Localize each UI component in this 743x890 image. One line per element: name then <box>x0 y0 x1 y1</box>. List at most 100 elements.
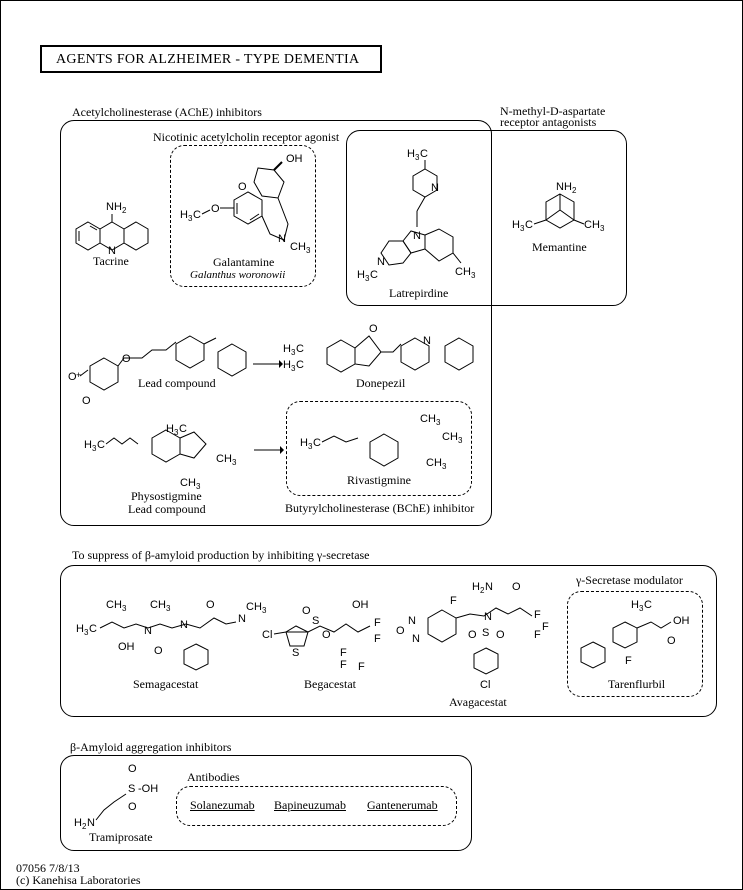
svg-text:S: S <box>128 783 135 795</box>
svg-text:C: C <box>525 219 533 231</box>
svg-text:S: S <box>312 615 319 627</box>
svg-text:H: H <box>74 817 82 829</box>
svg-text:N: N <box>108 245 116 257</box>
svg-text:3: 3 <box>436 418 441 427</box>
svg-text:N: N <box>423 335 431 347</box>
svg-text:O: O <box>238 181 247 193</box>
nmda-box <box>346 130 627 306</box>
svg-text:H: H <box>631 599 639 611</box>
svg-text:N: N <box>278 233 286 245</box>
tarenflurbil-label: Tarenflurbil <box>608 677 666 691</box>
nmda-label-2: receptor antagonists <box>500 115 597 129</box>
page-title: AGENTS FOR ALZHEIMER - TYPE DEMENTIA <box>56 52 360 67</box>
svg-text:H: H <box>472 581 480 593</box>
svg-text:CH: CH <box>180 477 196 489</box>
begacestat-label: Begacestat <box>304 677 356 691</box>
svg-text:OH: OH <box>352 599 369 611</box>
svg-text:3: 3 <box>442 462 447 471</box>
donepezil-label: Donepezil <box>356 376 406 390</box>
svg-text:3: 3 <box>306 246 311 255</box>
svg-text:O: O <box>512 581 521 593</box>
svg-text:O: O <box>667 635 676 647</box>
svg-text:H: H <box>407 148 415 160</box>
memantine-label: Memantine <box>532 240 587 254</box>
svg-text:2: 2 <box>480 586 485 595</box>
rivastigmine-label: Rivastigmine <box>347 473 411 487</box>
svg-text:3: 3 <box>174 428 179 437</box>
svg-text:NH: NH <box>106 201 122 213</box>
svg-text:3: 3 <box>458 436 463 445</box>
svg-text:N: N <box>431 182 439 194</box>
svg-text:F: F <box>534 609 541 621</box>
antibody-bapineuzumab: Bapineuzumab <box>274 798 346 812</box>
svg-text:O: O <box>128 801 137 813</box>
bche-label: Butyrylcholinesterase (BChE) inhibitor <box>285 501 475 515</box>
svg-text:CH: CH <box>246 601 262 613</box>
avagacestat-label: Avagacestat <box>449 695 507 709</box>
physostigmine-label: Physostigmine <box>131 489 202 503</box>
svg-text:F: F <box>542 621 549 633</box>
svg-text:3: 3 <box>291 348 296 357</box>
lead-compound-structure: O+ O O <box>68 335 247 407</box>
svg-text:O: O <box>154 645 163 657</box>
svg-text:3: 3 <box>639 604 644 613</box>
arrow-to-rivastigmine <box>254 446 284 454</box>
svg-text:C: C <box>89 623 97 635</box>
svg-text:C: C <box>179 423 187 435</box>
svg-text:N: N <box>485 581 493 593</box>
semagacestat-label: Semagacestat <box>133 677 199 691</box>
svg-text:3: 3 <box>520 224 525 233</box>
svg-text:CH: CH <box>442 431 458 443</box>
svg-text:F: F <box>534 629 541 641</box>
svg-text:3: 3 <box>84 628 89 637</box>
svg-text:O: O <box>369 323 378 335</box>
svg-text:C: C <box>644 599 652 611</box>
svg-text:F: F <box>340 647 347 659</box>
svg-text:3: 3 <box>600 224 605 233</box>
svg-text:O: O <box>396 625 405 637</box>
galantamine-label: Galantamine <box>213 255 275 269</box>
svg-text:F: F <box>450 595 457 607</box>
svg-text:N: N <box>484 611 492 623</box>
gamma-label: To suppress of β-amyloid production by i… <box>72 548 370 562</box>
svg-text:O: O <box>302 605 311 617</box>
svg-text:H: H <box>512 219 520 231</box>
title-box <box>40 45 382 73</box>
antibodies-label: Antibodies <box>187 770 240 784</box>
svg-text:C: C <box>370 269 378 281</box>
svg-text:Cl: Cl <box>262 629 272 641</box>
svg-text:3: 3 <box>365 274 370 283</box>
svg-text:3: 3 <box>122 604 127 613</box>
svg-text:CH: CH <box>455 266 471 278</box>
svg-text:N: N <box>238 613 246 625</box>
svg-text:H: H <box>166 423 174 435</box>
svg-text:N: N <box>144 625 152 637</box>
arrow-to-donepezil <box>253 360 283 368</box>
svg-text:CH: CH <box>150 599 166 611</box>
svg-text:3: 3 <box>471 271 476 280</box>
svg-text:2: 2 <box>82 822 87 831</box>
antibody-gantenerumab: Gantenerumab <box>367 798 438 812</box>
antibody-solanezumab: Solanezumab <box>190 798 255 812</box>
lead-compound-label: Lead compound <box>138 376 216 390</box>
footer-copyright: (c) Kanehisa Laboratories <box>16 873 141 887</box>
svg-text:C: C <box>193 209 201 221</box>
ache-label: Acetylcholinesterase (AChE) inhibitors <box>72 105 262 119</box>
svg-text:CH: CH <box>420 413 436 425</box>
svg-text:O: O <box>82 395 91 407</box>
physostigmine-lead-label: Lead compound <box>128 502 206 516</box>
svg-text:O: O <box>128 763 137 775</box>
svg-text:O: O <box>122 353 131 365</box>
svg-text:CH: CH <box>106 599 122 611</box>
svg-text:H: H <box>283 343 291 355</box>
latrepirdine-label: Latrepirdine <box>389 286 449 300</box>
svg-text:CH: CH <box>216 453 232 465</box>
svg-text:C: C <box>420 148 428 160</box>
svg-text:3: 3 <box>188 214 193 223</box>
